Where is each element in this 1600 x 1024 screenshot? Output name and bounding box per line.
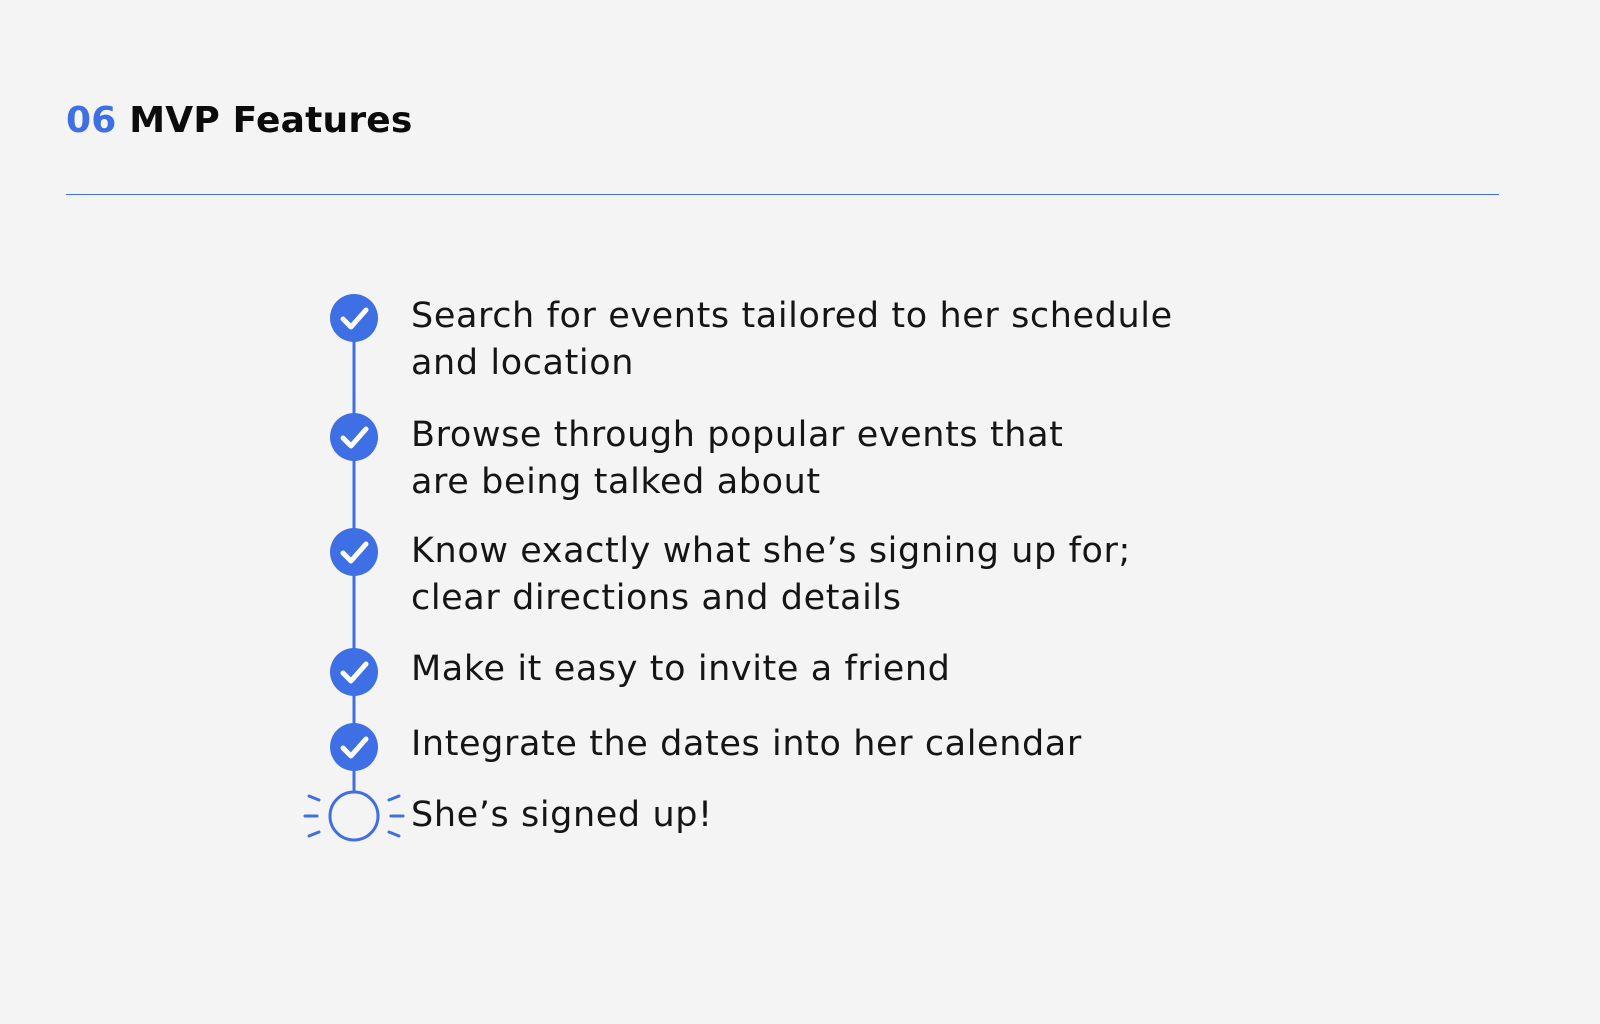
section-title: MVP Features bbox=[129, 100, 413, 141]
feature-step-line: and location bbox=[411, 343, 635, 383]
check-circle-icon bbox=[330, 294, 378, 342]
sparkle-ray bbox=[387, 830, 401, 838]
check-circle-icon bbox=[330, 723, 378, 771]
sparkle-ray bbox=[307, 794, 321, 802]
check-circle-icon bbox=[330, 528, 378, 576]
feature-step-line: are being talked about bbox=[411, 462, 821, 502]
page-title: 06 MVP Features bbox=[66, 100, 413, 141]
sparkle-ray bbox=[307, 830, 321, 838]
sparkle-ray bbox=[387, 794, 401, 802]
feature-step-text: Know exactly what she’s signing up for; c… bbox=[411, 528, 1131, 622]
header-divider bbox=[66, 194, 1499, 195]
feature-step-line: Search for events tailored to her schedu… bbox=[411, 296, 1173, 336]
feature-step-line: clear directions and details bbox=[411, 578, 902, 618]
feature-step-text: She’s signed up! bbox=[411, 792, 713, 839]
check-circle-icon bbox=[330, 413, 378, 461]
section-number: 06 bbox=[66, 100, 117, 141]
feature-step-text: Browse through popular events that are be… bbox=[411, 412, 1063, 506]
feature-step-text: Make it easy to invite a friend bbox=[411, 646, 950, 693]
feature-step-line: She’s signed up! bbox=[411, 795, 713, 835]
sparkle-circle-icon bbox=[303, 790, 405, 842]
check-circle-icon bbox=[330, 648, 378, 696]
feature-step-line: Know exactly what she’s signing up for; bbox=[411, 531, 1131, 571]
feature-step-line: Browse through popular events that bbox=[411, 415, 1064, 455]
feature-step-line: Integrate the dates into her calendar bbox=[411, 724, 1082, 764]
feature-step-line: Make it easy to invite a friend bbox=[411, 649, 951, 689]
feature-step-text: Integrate the dates into her calendar bbox=[411, 721, 1082, 768]
feature-step-text: Search for events tailored to her schedu… bbox=[411, 293, 1173, 387]
